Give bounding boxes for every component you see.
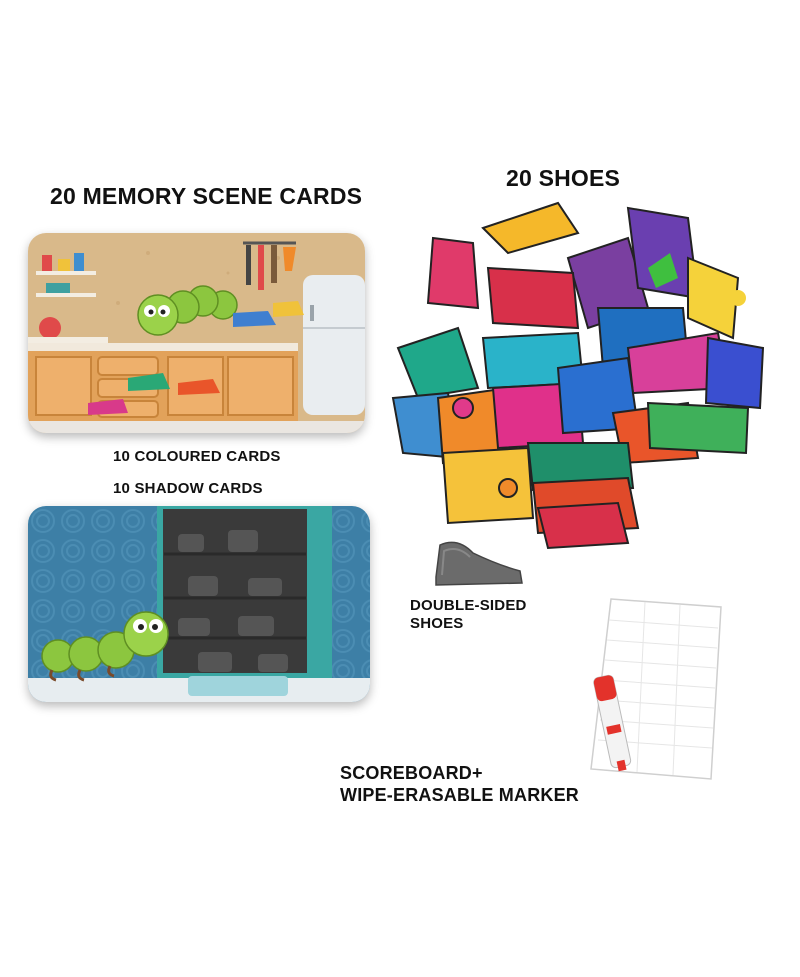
shoes-title: 20 SHOES [506, 165, 621, 191]
shoe-pile-illustration [388, 198, 773, 568]
double-sided-shoe-illustration [428, 535, 528, 590]
shadow-cards-label: 10 SHADOW CARDS [113, 480, 263, 497]
shadow-scene-card [28, 506, 370, 702]
scoreboard-label-line2: WIPE-ERASABLE MARKER [340, 784, 580, 805]
scoreboard-label: SCOREBOARD+ WIPE-ERASABLE MARKER [340, 763, 579, 806]
scoreboard-illustration [585, 595, 725, 785]
coloured-scene-card [28, 233, 365, 433]
double-sided-shoes-label-line1: DOUBLE-SIDED [410, 597, 527, 614]
double-sided-shoes-label: DOUBLE-SIDED SHOES [410, 597, 527, 633]
scoreboard-label-line1: SCOREBOARD+ [340, 763, 483, 783]
double-sided-shoes-label-line2: SHOES [410, 615, 464, 632]
coloured-cards-label: 10 COLOURED CARDS [113, 448, 281, 465]
memory-cards-title: 20 MEMORY SCENE CARDS [50, 183, 363, 209]
